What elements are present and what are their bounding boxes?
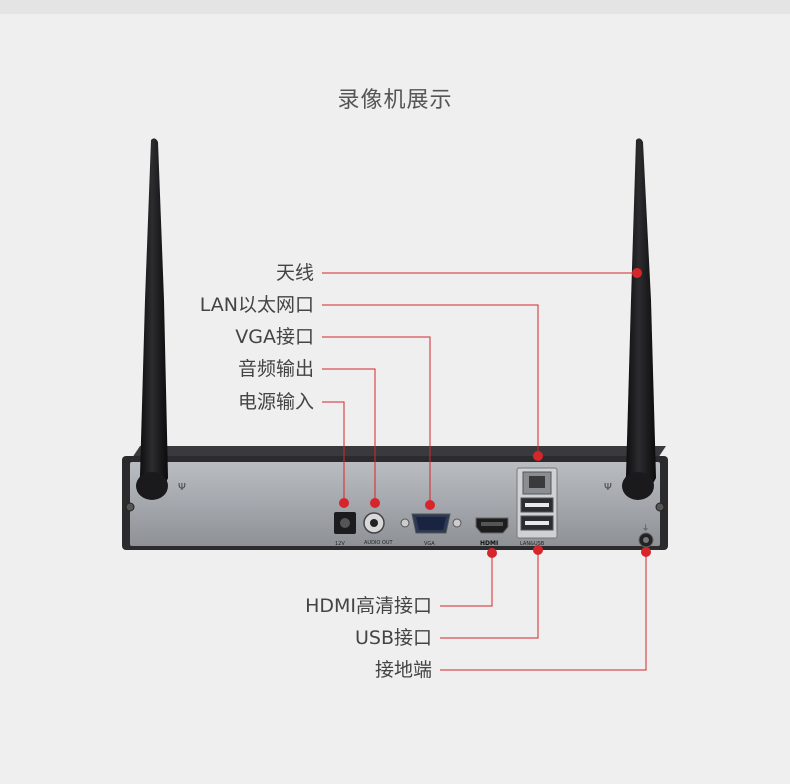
antenna-right [622,138,656,500]
callout-lines [322,272,647,671]
lanusb-label: LAN&USB [520,541,545,547]
callout-ground: 接地端 [374,659,432,681]
screw-icon [655,502,665,512]
top-shade [0,0,790,14]
callout-dots [339,268,651,558]
callout-lan: LAN以太网口 [199,294,314,316]
device-top [132,446,666,458]
svg-text:⏚: ⏚ [642,524,649,532]
callout-antenna: 天线 [275,262,314,284]
rear-panel [130,462,660,546]
lan-usb-block [516,467,558,539]
audio-out-port [363,512,385,534]
vga-label: VGA [424,541,435,547]
ground-terminal: ⏚ [638,524,654,548]
antenna-left [136,138,168,500]
callout-power: 电源输入 [237,391,314,413]
antenna-mark-icon: Ψ [604,482,612,493]
audio-label: AUDIO OUT [364,540,394,546]
antenna-mark-icon: Ψ [178,482,186,493]
hdmi-label: HDMI [480,540,498,547]
dc-label: 12V [335,541,345,547]
callout-vga: VGA接口 [235,326,314,348]
dc-power-port [334,512,356,534]
vga-port [400,513,462,534]
page-title: 录像机展示 [337,88,453,113]
screw-icon [125,502,135,512]
hdmi-port [475,517,509,534]
callout-audio: 音频输出 [237,358,314,380]
callout-hdmi: HDMI高清接口 [305,595,432,617]
callout-usb: USB接口 [354,627,432,649]
